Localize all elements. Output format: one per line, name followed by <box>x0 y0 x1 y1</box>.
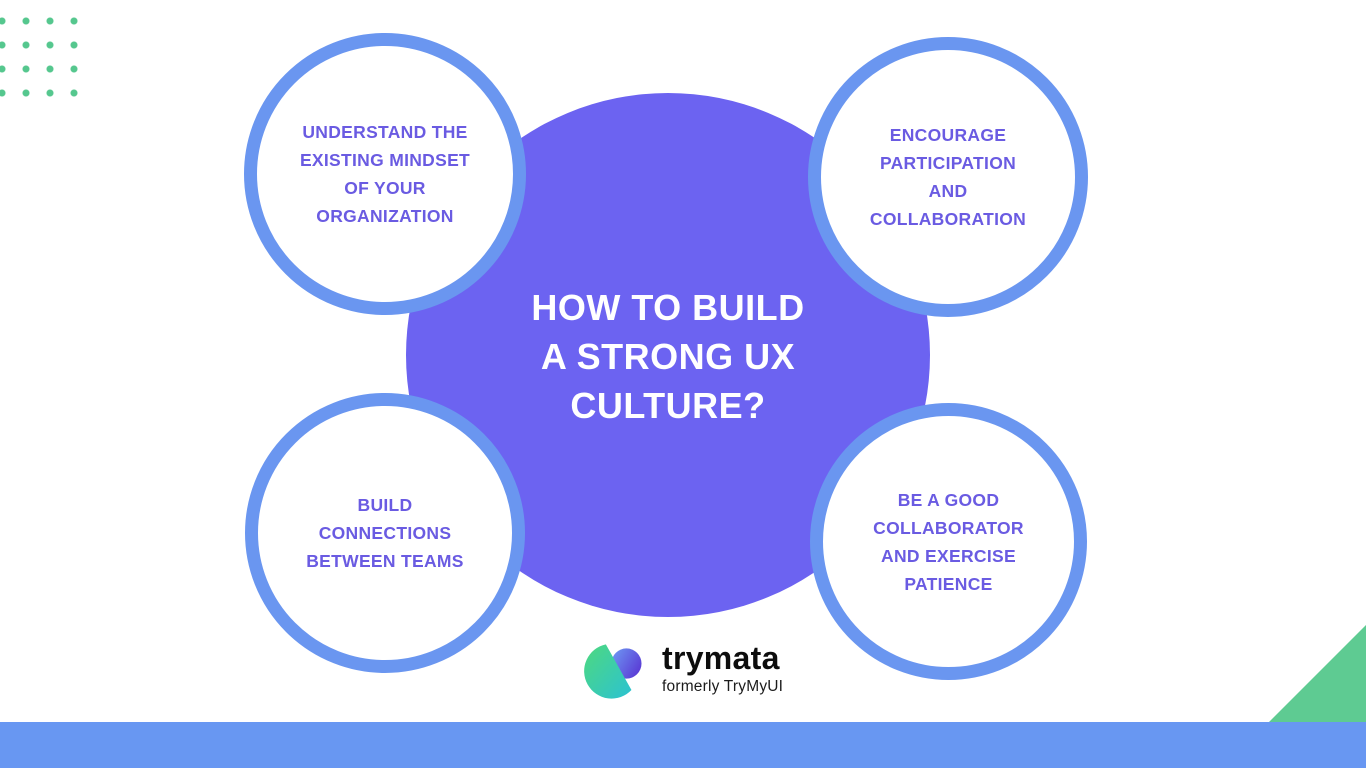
trymata-logo: trymata formerly TryMyUI <box>583 637 783 701</box>
logo-tagline: formerly TryMyUI <box>662 678 784 695</box>
center-title: HOW TO BUILD A STRONG UX CULTURE? <box>531 286 805 426</box>
trymata-leaf-icon <box>584 644 642 699</box>
bubble-encourage-participation: ENCOURAGE PARTICIPATION AND COLLABORATIO… <box>808 37 1088 317</box>
bubble-good-collaborator: BE A GOOD COLLABORATOR AND EXERCISE PATI… <box>810 403 1087 680</box>
corner-triangle-decoration <box>1269 625 1366 722</box>
bubble-label: BUILD CONNECTIONS BETWEEN TEAMS <box>306 495 464 571</box>
bubble-label: BE A GOOD COLLABORATOR AND EXERCISE PATI… <box>873 489 1024 594</box>
dot-grid-decoration <box>0 9 86 105</box>
logo-name: trymata <box>662 640 780 676</box>
bubble-build-connections: BUILD CONNECTIONS BETWEEN TEAMS <box>245 393 525 673</box>
bubble-label: UNDERSTAND THE EXISTING MINDSET OF YOUR … <box>299 122 471 226</box>
bubble-understand-mindset: UNDERSTAND THE EXISTING MINDSET OF YOUR … <box>244 33 526 315</box>
bubble-label: ENCOURAGE PARTICIPATION AND COLLABORATIO… <box>869 125 1027 229</box>
bottom-bar-decoration <box>0 722 1366 768</box>
logo-text-block: trymata formerly TryMyUI <box>662 641 783 697</box>
